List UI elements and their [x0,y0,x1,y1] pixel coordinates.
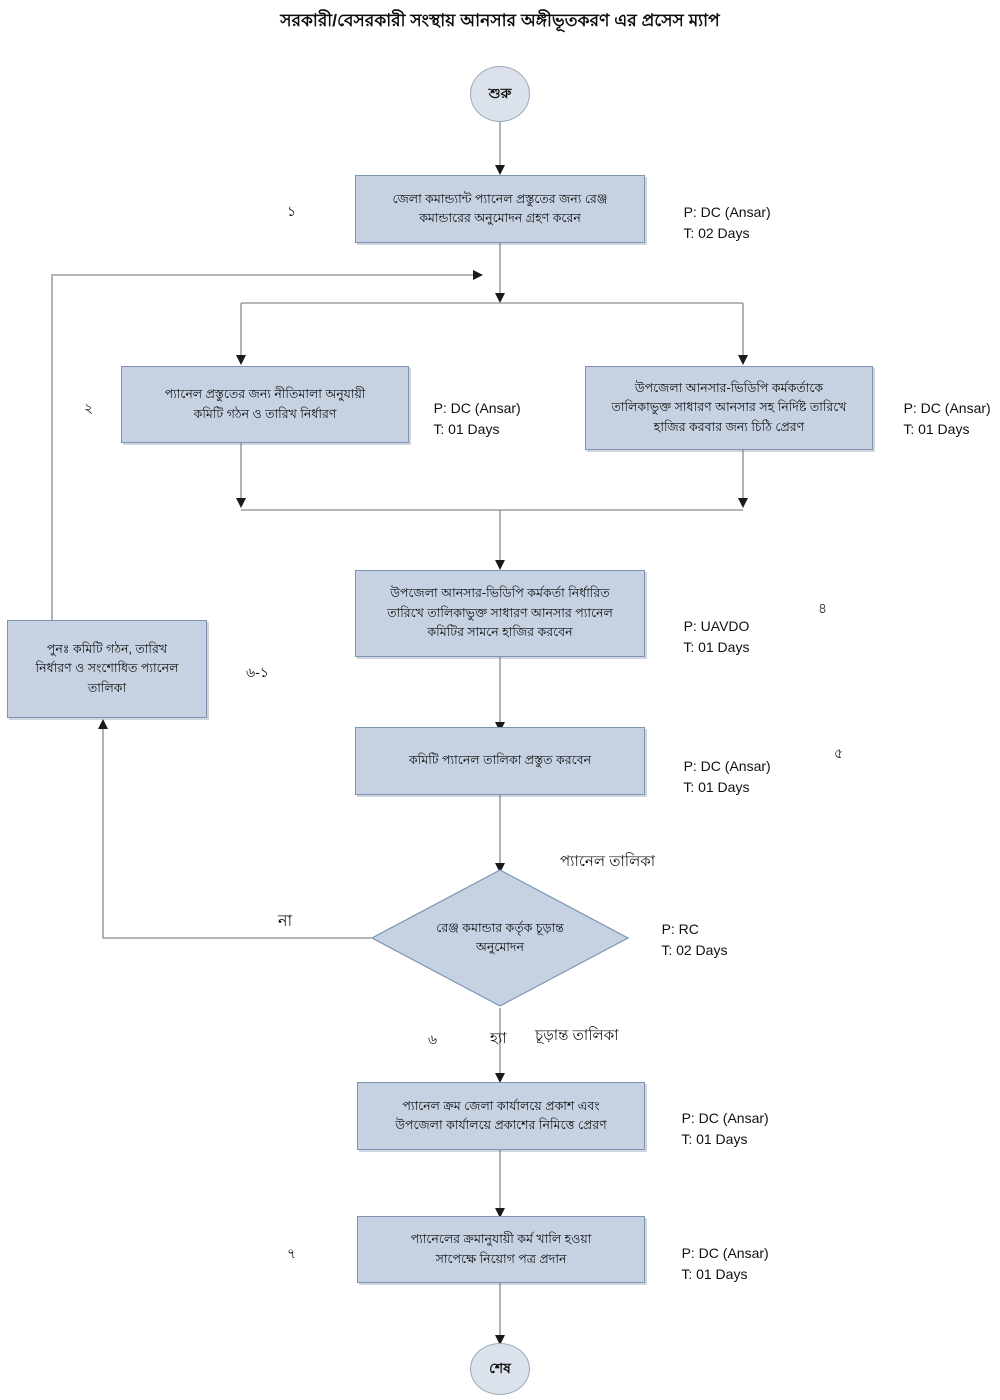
step3-time: T: 01 Days [903,421,970,437]
step6-time: T: 01 Days [681,1131,748,1147]
step7-time: T: 01 Days [681,1266,748,1282]
rework-line2: নির্ধারণ ও সংশোধিত প্যানেল [35,661,179,676]
step7-performer: P: DC (Ansar) [681,1245,769,1261]
rework-box[interactable]: পুনঃ কমিটি গঠন, তারিখ নির্ধারণ ও সংশোধিত… [7,620,207,718]
start-terminator[interactable]: শুরু [470,66,530,122]
decision-performer: P: RC [661,921,699,937]
step4-box[interactable]: উপজেলা আনসার-ভিডিপি কর্মকর্তা নির্ধারিত … [355,570,645,657]
step7-number: ৭ [287,1245,297,1261]
step5-performer: P: DC (Ansar) [683,758,771,774]
step2-performer: P: DC (Ansar) [433,400,521,416]
decision-label: রেঞ্জ কমান্ডার কর্তৃক চূড়ান্ত অনুমোদন [370,868,630,1008]
step1-line1: জেলা কমান্ড্যান্ট প্যানেল প্রস্তুতের জন্… [392,191,608,206]
step4-line2: তারিখে তালিকাভুক্ত সাধারণ আনসার প্যানেল [387,605,613,620]
step4-time: T: 01 Days [683,639,750,655]
step1-performer: P: DC (Ansar) [683,204,771,220]
step1-number: ১ [287,203,297,219]
step4-line1: উপজেলা আনসার-ভিডিপি কর্মকর্তা নির্ধারিত [390,586,610,601]
rework-line1: পুনঃ কমিটি গঠন, তারিখ [46,641,168,656]
decision-doc-label-above: প্যানেল তালিকা [560,853,656,870]
step5-number: ৫ [834,745,844,761]
decision-no-label: না [278,913,293,930]
step3-performer: P: DC (Ansar) [903,400,991,416]
step7-line2: সাপেক্ষে নিয়োগ পত্র প্রদান [435,1251,567,1266]
edge-rework-feedback [51,270,483,620]
decision-line2: অনুমোদন [476,940,524,954]
step2-line1: প্যানেল প্রস্তুতের জন্য নীতিমালা অনুযায়… [164,387,366,402]
step7-line1: প্যানেলের ক্রমানুযায়ী কর্ম খালি হওয়া [410,1232,592,1247]
decision-diamond[interactable]: রেঞ্জ কমান্ডার কর্তৃক চূড়ান্ত অনুমোদন [370,868,630,1008]
end-terminator[interactable]: শেষ [470,1343,530,1395]
step2-line2: কমিটি গঠন ও তারিখ নির্ধারণ [193,406,337,421]
step3-line3: হাজির করবার জন্য চিঠি প্রেরণ [653,419,805,434]
step2-number: ২ [84,400,94,416]
step6-performer: P: DC (Ansar) [681,1110,769,1126]
step1-box[interactable]: জেলা কমান্ড্যান্ট প্যানেল প্রস্তুতের জন্… [355,175,645,243]
step5-box[interactable]: কমিটি প্যানেল তালিকা প্রস্তুত করবেন [355,727,645,795]
step6-line1: প্যানেল ক্রম জেলা কার্যালয়ে প্রকাশ এবং [402,1098,600,1113]
edge-decision-no-to-rework [98,719,371,939]
decision-yes-label: হ্যা [490,1030,507,1047]
step5-time: T: 01 Days [683,779,750,795]
end-label: শেষ [489,1360,511,1376]
decision-number: ৬ [428,1031,438,1047]
step1-line2: কমান্ডারের অনুমোদন গ্রহণ করেন [419,211,581,225]
decision-time: T: 02 Days [661,942,728,958]
step3-line1: উপজেলা আনসার-ভিডিপি কর্মকর্তাকে [634,380,824,395]
decision-doc-label-below: চূড়ান্ত তালিকা [535,1027,619,1044]
step3-box[interactable]: উপজেলা আনসার-ভিডিপি কর্মকর্তাকে তালিকাভু… [585,366,873,450]
step3-line2: তালিকাভুক্ত সাধারণ আনসার সহ নির্দিষ্ট তা… [611,400,847,415]
step1-time: T: 02 Days [683,225,750,241]
step6-line2: উপজেলা কার্যালয়ে প্রকাশের নিমিত্তে প্রে… [395,1118,607,1132]
step7-box[interactable]: প্যানেলের ক্রমানুযায়ী কর্ম খালি হওয়া স… [357,1216,645,1283]
page-title: সরকারী/বেসরকারী সংস্থায় আনসার অঙ্গীভূতক… [280,11,720,30]
step2-box[interactable]: প্যানেল প্রস্তুতের জন্য নীতিমালা অনুযায়… [121,366,409,443]
rework-line3: তালিকা [87,680,127,695]
step2-time: T: 01 Days [433,421,500,437]
step4-line3: কমিটির সামনে হাজির করবেন [427,625,573,640]
step6-box[interactable]: প্যানেল ক্রম জেলা কার্যালয়ে প্রকাশ এবং … [357,1082,645,1150]
decision-shape [370,869,630,1007]
start-label: শুরু [488,85,512,101]
rework-number: ৬-১ [246,664,269,680]
step4-number: ৪ [818,600,828,616]
step4-performer: P: UAVDO [683,618,750,634]
step5-line1: কমিটি প্যানেল তালিকা প্রস্তুত করবেন [408,753,592,768]
decision-line1: রেঞ্জ কমান্ডার কর্তৃক চূড়ান্ত [436,920,564,935]
